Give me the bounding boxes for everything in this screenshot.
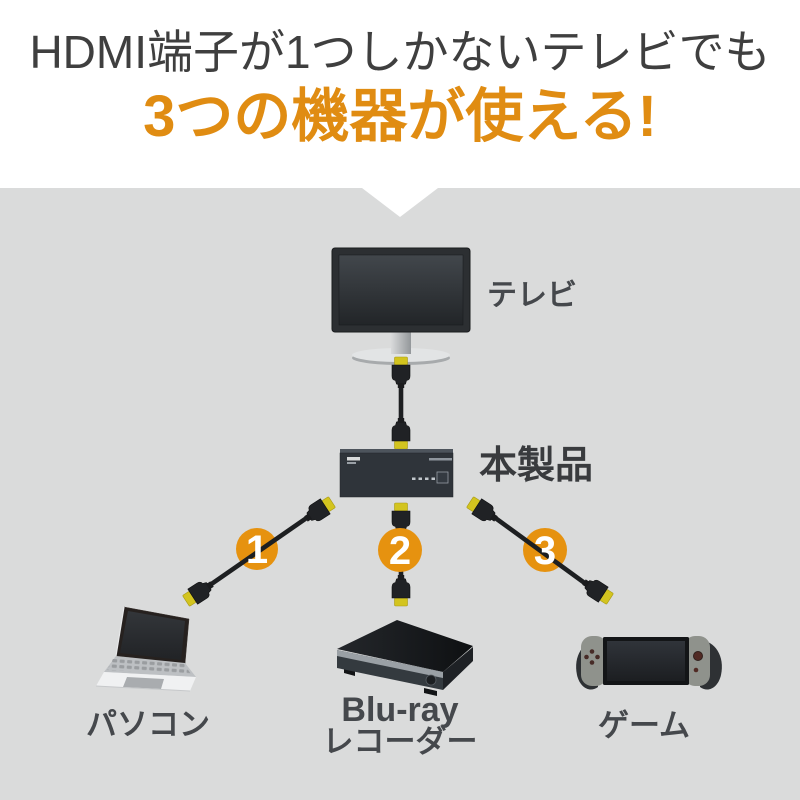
hdmi-switch-icon (339, 449, 454, 498)
down-arrow-notch (362, 188, 438, 217)
game-label: ゲーム (597, 708, 691, 743)
port-number-3: 3 (534, 529, 556, 573)
pc-label: パソコン (86, 707, 210, 742)
hdmi-cable-1-icon (180, 493, 338, 610)
hdmi-cable-tv-icon (391, 356, 411, 450)
switch-logo-mark (347, 457, 360, 461)
port-badge-2 (378, 528, 422, 572)
bluray-label: Blu-ray レコーダー (322, 691, 478, 759)
port-number-2: 2 (389, 529, 411, 573)
port-number-1: 1 (246, 528, 268, 572)
hdmi-cable-3-icon (464, 493, 616, 608)
headline-line2: 3つの機器が使える! (143, 84, 657, 149)
headline-section: HDMI端子が1つしかないテレビでも 3つの機器が使える! (0, 0, 800, 188)
bluray-recorder-icon (337, 620, 473, 696)
tv-icon (331, 247, 471, 365)
switch-select-button (436, 471, 449, 484)
game-console-icon (576, 636, 722, 690)
product-label: 本製品 (479, 445, 594, 487)
bluray-label-line2: レコーダー (322, 724, 478, 759)
switch-model-text-mark (429, 458, 452, 461)
tv-label: テレビ (487, 279, 577, 312)
bluray-label-line1: Blu-ray (341, 691, 459, 729)
headline-line1: HDMI端子が1つしかないテレビでも (29, 26, 771, 78)
laptop-icon (95, 606, 196, 692)
